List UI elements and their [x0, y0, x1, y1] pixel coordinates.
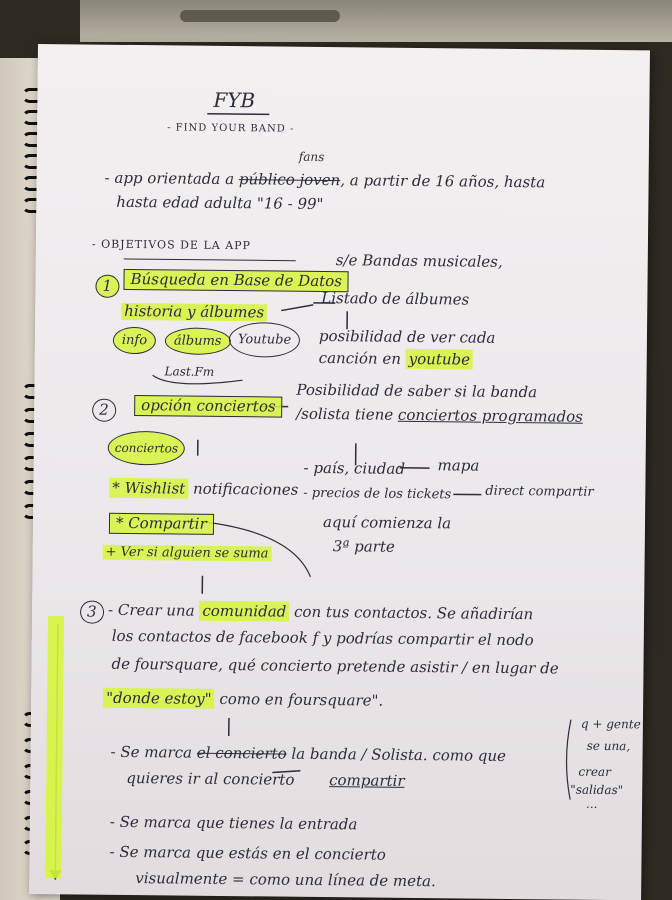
community-line-3: de foursquare, qué concierto pretende as…: [111, 654, 559, 678]
lastfm-label: Last.Fm: [164, 364, 215, 379]
youtube-possibility-1: posibilidad de ver cada: [318, 326, 496, 347]
third-part-2: 3ª parte: [332, 537, 395, 556]
concerts-ability-1: Posibilidad de saber si la banda: [296, 380, 538, 402]
community-line-4: "donde estoy" como en foursquare".: [103, 687, 383, 710]
section-2-number: 2: [92, 398, 116, 422]
side-note-1: q + gente: [580, 716, 641, 732]
objectives-heading: - OBJETIVOS DE LA APP: [91, 237, 252, 253]
concerts-option: opción conciertos: [134, 395, 283, 418]
mark-want-to-go: quieres ir al concierto compartir: [126, 768, 405, 790]
mark-at-concert: - Se marca que estás en el concierto: [109, 842, 386, 864]
side-note-4: "salidas": [570, 782, 624, 798]
side-note-5: ...: [586, 796, 598, 811]
mark-ticket: - Se marca que tienes la entrada: [109, 812, 358, 834]
wishlist-notifications: * Wishlist notificaciones: [109, 477, 298, 499]
page-subtitle: - FIND YOUR BAND -: [167, 122, 295, 135]
section-3-number: 3: [79, 600, 104, 624]
notebook-page: FYB - FIND YOUR BAND - fans - app orient…: [29, 44, 650, 900]
history-albums: historia y álbumes: [121, 302, 268, 322]
intro-line-2: hasta edad adulta "16 - 99": [116, 192, 324, 213]
concerts-bubble: conciertos: [107, 430, 186, 466]
country-city: - país, ciudad: [303, 458, 406, 478]
create-community: - Crear una comunidad con tus contactos.…: [107, 600, 534, 624]
mark-band: - Se marca el concierto la banda / Solis…: [110, 742, 507, 765]
youtube-bubble: Youtube: [228, 322, 301, 358]
see-if-someone-joins: + Ver si alguien se suma: [102, 544, 272, 562]
side-note-3: crear: [578, 764, 611, 780]
albums-bubble: álbums: [164, 327, 231, 356]
youtube-possibility-2: canción en youtube: [319, 348, 474, 370]
direct-share: direct compartir: [485, 483, 594, 500]
album-list: Listado de álbumes: [321, 288, 470, 309]
side-note-2: se una,: [586, 738, 631, 754]
intro-insert: fans: [298, 149, 325, 165]
search-database: Búsqueda en Base de Datos: [123, 268, 350, 293]
section-1-number: 1: [95, 274, 120, 298]
community-line-2: los contactos de facebook f y podrías co…: [111, 626, 534, 650]
page-title: FYB: [213, 87, 256, 113]
laptop-slot: [180, 10, 340, 22]
third-part-1: aquí comienza la: [322, 513, 452, 533]
map-label: mapa: [437, 456, 480, 475]
intro-line-1: - app orientada a público joven, a parti…: [104, 168, 546, 192]
concerts-ability-2: /solista tiene conciertos programados: [296, 404, 583, 426]
share-box: * Compartir: [108, 512, 214, 535]
timeline-highlight: [45, 616, 65, 879]
ticket-prices: - precios de los tickets: [303, 485, 452, 503]
finish-line: visualmente = como una línea de meta.: [135, 869, 436, 891]
laptop-edge: [80, 0, 672, 42]
search-tail: s/e Bandas musicales,: [335, 251, 503, 271]
info-bubble: info: [112, 326, 157, 355]
